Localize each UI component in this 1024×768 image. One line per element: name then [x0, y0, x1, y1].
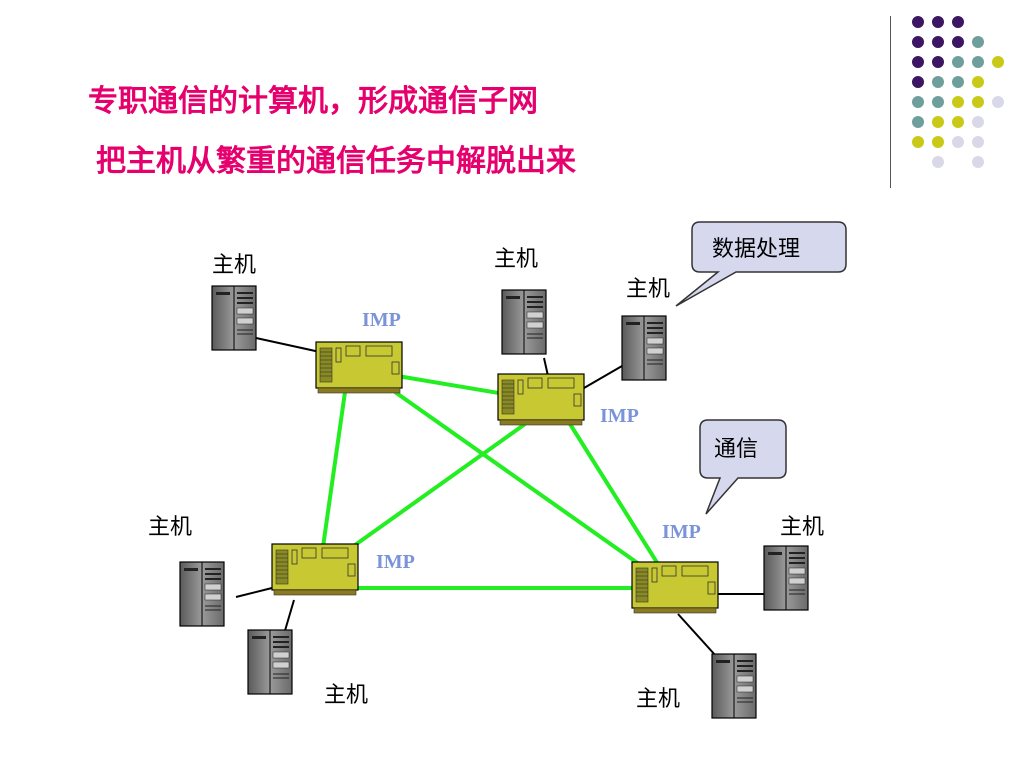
decor-dot	[932, 156, 944, 168]
imp-label: IMP	[362, 309, 401, 331]
imp-label: IMP	[662, 521, 701, 543]
decor-dot	[912, 76, 924, 88]
slide-title-line-1: 专职通信的计算机，形成通信子网	[88, 84, 538, 119]
decorative-dot-grid	[912, 16, 1004, 168]
decor-dot	[992, 56, 1004, 68]
callout-processing-bubble	[675, 221, 847, 307]
decor-dot	[952, 56, 964, 68]
subnet-link	[568, 422, 670, 582]
decor-dot	[972, 96, 984, 108]
decor-dot	[932, 136, 944, 148]
host-server-icon	[763, 545, 809, 611]
decor-dot	[972, 76, 984, 88]
decor-dot	[932, 36, 944, 48]
subnet-link	[318, 391, 347, 569]
decor-dot	[912, 136, 924, 148]
decor-dot	[912, 16, 924, 28]
decor-dot	[932, 16, 944, 28]
imp-card-icon	[271, 543, 359, 596]
callout-communication-text: 通信	[714, 437, 758, 462]
imp-label: IMP	[600, 405, 639, 427]
host-label: 主机	[780, 515, 824, 540]
host-label: 主机	[212, 253, 256, 278]
host-link	[283, 599, 295, 635]
imp-card-icon	[631, 561, 719, 614]
decor-dot	[952, 136, 964, 148]
decor-dot	[952, 116, 964, 128]
host-label: 主机	[626, 277, 670, 302]
host-label: 主机	[636, 687, 680, 712]
decor-dot	[972, 36, 984, 48]
decor-dot	[912, 36, 924, 48]
decor-dot	[932, 96, 944, 108]
host-server-icon	[247, 629, 293, 695]
decor-dot	[952, 16, 964, 28]
host-label: 主机	[494, 247, 538, 272]
decor-dot	[912, 56, 924, 68]
host-server-icon	[211, 285, 257, 351]
decorative-divider	[890, 16, 891, 188]
host-server-icon	[179, 561, 225, 627]
decor-dot	[972, 156, 984, 168]
callout-communication-bubble	[699, 419, 787, 515]
decor-dot	[912, 116, 924, 128]
host-server-icon	[501, 289, 547, 355]
slide-title-line-2: 把主机从繁重的通信任务中解脱出来	[96, 144, 576, 179]
decor-dot	[912, 96, 924, 108]
host-label: 主机	[148, 515, 192, 540]
host-server-icon	[711, 653, 757, 719]
decor-dot	[932, 76, 944, 88]
imp-card-icon	[315, 341, 403, 394]
host-server-icon	[621, 315, 667, 381]
decor-dot	[992, 96, 1004, 108]
subnet-link	[393, 390, 675, 590]
decor-dot	[932, 56, 944, 68]
host-link	[235, 587, 273, 598]
imp-card-icon	[497, 373, 585, 426]
decor-dot	[952, 96, 964, 108]
callout-processing-text: 数据处理	[712, 237, 800, 262]
host-link	[677, 613, 717, 657]
decor-dot	[952, 76, 964, 88]
host-link	[543, 357, 549, 377]
host-link	[255, 337, 321, 353]
decor-dot	[972, 136, 984, 148]
decor-dot	[972, 56, 984, 68]
imp-label: IMP	[376, 551, 415, 573]
host-link	[583, 365, 623, 389]
host-label: 主机	[324, 683, 368, 708]
decor-dot	[932, 116, 944, 128]
decor-dot	[972, 116, 984, 128]
decor-dot	[952, 36, 964, 48]
